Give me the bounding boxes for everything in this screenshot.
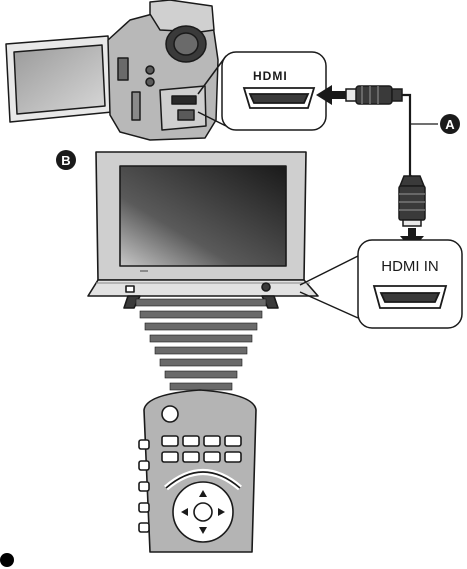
- arrow-into-camcorder-icon: [316, 85, 346, 105]
- cable-line: [402, 93, 415, 181]
- marker-b-badge: [56, 150, 76, 170]
- right-arrow-icon: [218, 508, 225, 516]
- up-arrow-icon: [199, 490, 207, 497]
- hdmi-in-label: HDMI IN: [381, 258, 439, 275]
- hdmi-cable-icon: [345, 85, 403, 105]
- marker-a-label: A: [445, 117, 455, 132]
- hdmi-logo-text: HDMI: [253, 69, 288, 83]
- down-arrow-icon: [199, 527, 207, 534]
- left-arrow-icon: [181, 508, 188, 516]
- television-icon: [87, 151, 319, 309]
- footnote-marker: [0, 553, 14, 567]
- hdmi-plug-icon: [398, 175, 426, 227]
- remote-signal-beam: [135, 298, 267, 391]
- camcorder-icon: [5, 0, 219, 141]
- remote-direction-arrows: [181, 490, 225, 534]
- remote-control-icon: [138, 389, 257, 553]
- marker-b-label: B: [61, 153, 70, 168]
- marker-a-badge: [440, 114, 460, 134]
- footnote-line: [0, 552, 467, 569]
- hdmi-port-icon: [242, 87, 316, 109]
- hdmi-in-callout: [299, 239, 463, 329]
- hdmi-in-port-icon: [372, 285, 448, 309]
